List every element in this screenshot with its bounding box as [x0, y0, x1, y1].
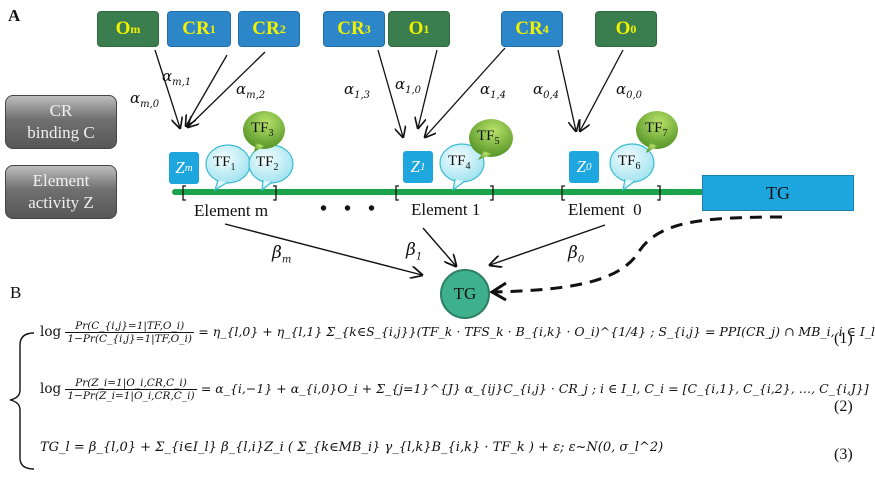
equation-3-number: (3) [834, 446, 853, 463]
equation-3: TG_l = β_{l,0} + Σ_{i∈I_l} β_{l,i}Z_i ( … [40, 440, 664, 455]
arrow-beta-0 [490, 224, 606, 265]
bracket-element-0-right [657, 185, 661, 201]
arrow-beta-m [224, 223, 422, 275]
tf-label-2: TF2 [256, 154, 279, 173]
feedback-arrowhead [489, 281, 507, 302]
panel-label-a: A [8, 6, 21, 25]
alpha-label-m0: αm,0 [130, 89, 160, 110]
tf-bubble-6 [609, 143, 655, 192]
feedback-dashed-curve [494, 215, 783, 294]
arrow-cr3 [377, 49, 403, 137]
equation-1: log Pr(C_{i,j}=1|TF,O_i) 1−Pr(C_{i,j}=1|… [40, 320, 875, 345]
tf-label-4: TF4 [448, 153, 471, 172]
arrow-o0 [580, 49, 624, 131]
arrow-om [154, 49, 180, 128]
arrow-cr1 [186, 54, 228, 126]
alpha-label-14: α1,4 [480, 80, 507, 101]
beta-label-0: β0 [568, 243, 585, 266]
legend-cr-binding-line1: CR [49, 101, 73, 120]
target-gene-circle: TG [440, 269, 490, 319]
legend-element-activity: Element activity Z [5, 165, 117, 219]
arrow-cr2 [188, 51, 266, 127]
ellipsis: • • • [320, 198, 382, 220]
tf-bubble-4 [439, 143, 485, 192]
element-label-1: Element 1 [411, 200, 481, 219]
equation-1-fraction: Pr(C_{i,j}=1|TF,O_i) 1−Pr(C_{i,j}=1|TF,O… [65, 320, 194, 345]
legend-cr-binding-line2: binding C [27, 123, 95, 142]
bracket-element-0-left [561, 185, 565, 201]
alpha-label-04: α0,4 [533, 80, 560, 101]
beta-label-1: β1 [406, 240, 423, 263]
arrow-o1 [418, 49, 438, 128]
beta-label-m: βm [272, 243, 292, 266]
tf-bubble-7 [636, 111, 678, 153]
alpha-label-10: α1,0 [395, 75, 422, 96]
arrow-cr4 [425, 47, 506, 137]
legend-element-activity-line1: Element [32, 171, 90, 190]
arrow-beta-1 [422, 227, 456, 266]
target-gene-rect: TG [702, 175, 854, 211]
equations-brace [9, 332, 35, 470]
equation-2-fraction: Pr(Z_i=1|O_i,CR,C_i) 1−Pr(Z_i=1|O_i,CR,C… [65, 377, 197, 402]
element-label-0: Element 0 [568, 200, 642, 219]
legend-cr-binding: CR binding C [5, 95, 117, 149]
bracket-element-1-left [395, 185, 399, 201]
bracket-element-m-left [182, 185, 186, 201]
equation-2-number: (2) [834, 398, 853, 415]
alpha-label-13: α1,3 [344, 80, 371, 101]
arrow-cr4-e0 [557, 49, 576, 131]
tf-bubble-3 [243, 111, 285, 152]
bracket-element-1-right [490, 185, 494, 201]
panel-label-b: B [10, 283, 22, 302]
legend-element-activity-line2: activity Z [28, 193, 94, 212]
tf-bubble-5 [469, 119, 513, 160]
tf-label-1: TF1 [213, 154, 236, 173]
equation-2: log Pr(Z_i=1|O_i,CR,C_i) 1−Pr(Z_i=1|O_i,… [40, 377, 869, 402]
tf-label-6: TF6 [618, 153, 641, 172]
alpha-label-m1: αm,1 [162, 67, 192, 88]
bracket-element-m-right [273, 185, 277, 201]
tf-label-5: TF5 [477, 128, 500, 147]
alpha-label-00: α0,0 [616, 80, 643, 101]
element-label-m: Element m [194, 201, 269, 220]
equation-1-number: (1) [834, 330, 853, 347]
tf-label-7: TF7 [645, 120, 668, 139]
tf-label-3: TF3 [251, 120, 274, 139]
alpha-label-m2: αm,2 [236, 80, 266, 101]
